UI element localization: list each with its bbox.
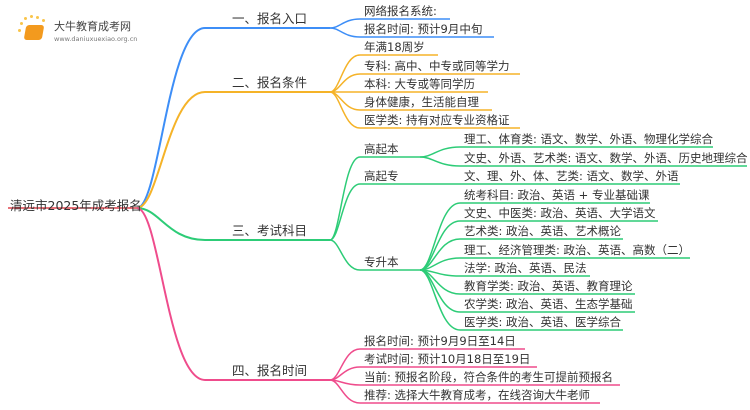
book-icon xyxy=(23,25,45,40)
node-label[interactable]: 医学类: 持有对应专业资格证 xyxy=(364,113,510,127)
branch-1-label[interactable]: 一、报名入口 xyxy=(232,11,308,26)
node-label[interactable]: 报名时间: 预计9月中旬 xyxy=(364,22,483,36)
node-label[interactable]: 文史、中医类: 政治、英语、大学语文 xyxy=(464,206,656,220)
node-label[interactable]: 艺术类: 政治、英语、艺术概论 xyxy=(464,224,622,238)
link-line xyxy=(136,91,206,209)
branch-4-label[interactable]: 四、报名时间 xyxy=(232,363,308,378)
node-label[interactable]: 考试时间: 预计10月18日至19日 xyxy=(364,352,531,366)
logo-url: www.daniuxuexiao.org.cn xyxy=(54,35,138,43)
link-line xyxy=(419,269,461,331)
logo-title: 大牛教育成考网 xyxy=(54,20,131,33)
link-line xyxy=(419,156,461,167)
link-line xyxy=(329,379,361,404)
link-line xyxy=(136,207,206,241)
link-line xyxy=(329,239,361,271)
branch-2-label[interactable]: 二、报名条件 xyxy=(232,75,308,90)
link-line xyxy=(329,156,361,241)
link-line xyxy=(136,27,206,209)
group-label[interactable]: 高起专 xyxy=(364,169,399,183)
root-node[interactable]: 清远市2025年成考报名 xyxy=(10,198,142,213)
link-line xyxy=(329,366,361,381)
node-label[interactable]: 网络报名系统: xyxy=(364,4,437,18)
node-label[interactable]: 统考科目: 政治、英语 + 专业基础课 xyxy=(464,188,650,202)
node-label[interactable]: 文史、外语、艺术类: 语文、数学、外语、历史地理综合 xyxy=(464,151,748,165)
node-label[interactable]: 身体健康，生活能自理 xyxy=(364,95,479,109)
link-line xyxy=(329,91,361,129)
node-label[interactable]: 医学类: 政治、英语、医学综合 xyxy=(464,315,622,329)
node-label[interactable]: 理工、经济管理类: 政治、英语、高数（二） xyxy=(464,243,691,257)
link-line xyxy=(136,207,206,381)
link-line xyxy=(329,348,361,381)
branch-3-label[interactable]: 三、考试科目 xyxy=(232,223,308,238)
node-label[interactable]: 推荐: 选择大牛教育成考，在线咨询大牛老师 xyxy=(364,388,591,402)
node-label[interactable]: 理工、体育类: 语文、数学、外语、物理化学综合 xyxy=(464,132,714,146)
node-label[interactable]: 法学: 政治、英语、民法 xyxy=(464,261,587,275)
link-line xyxy=(329,183,361,241)
node-label[interactable]: 报名时间: 预计9月9日至14日 xyxy=(364,334,516,348)
link-line xyxy=(419,146,461,158)
node-label[interactable]: 教育学类: 政治、英语、教育理论 xyxy=(464,279,633,293)
link-line xyxy=(329,54,361,93)
node-label[interactable]: 年满18周岁 xyxy=(364,40,425,54)
node-label[interactable]: 当前: 预报名阶段，符合条件的考生可提前预报名 xyxy=(364,370,614,384)
group-label[interactable]: 高起本 xyxy=(364,142,399,156)
node-label[interactable]: 本科: 大专或等同学历 xyxy=(364,77,476,91)
node-label[interactable]: 文、理、外、体、艺类: 语文、数学、外语 xyxy=(464,169,679,183)
link-line xyxy=(419,202,461,271)
link-line xyxy=(329,18,361,29)
logo: 大牛教育成考网 www.daniuxuexiao.org.cn xyxy=(18,15,138,46)
node-label[interactable]: 专科: 高中、中专或同等学力 xyxy=(364,59,510,73)
link-line xyxy=(329,27,361,38)
node-label[interactable]: 农学类: 政治、英语、生态学基础 xyxy=(464,297,633,311)
group-label[interactable]: 专升本 xyxy=(364,255,399,269)
